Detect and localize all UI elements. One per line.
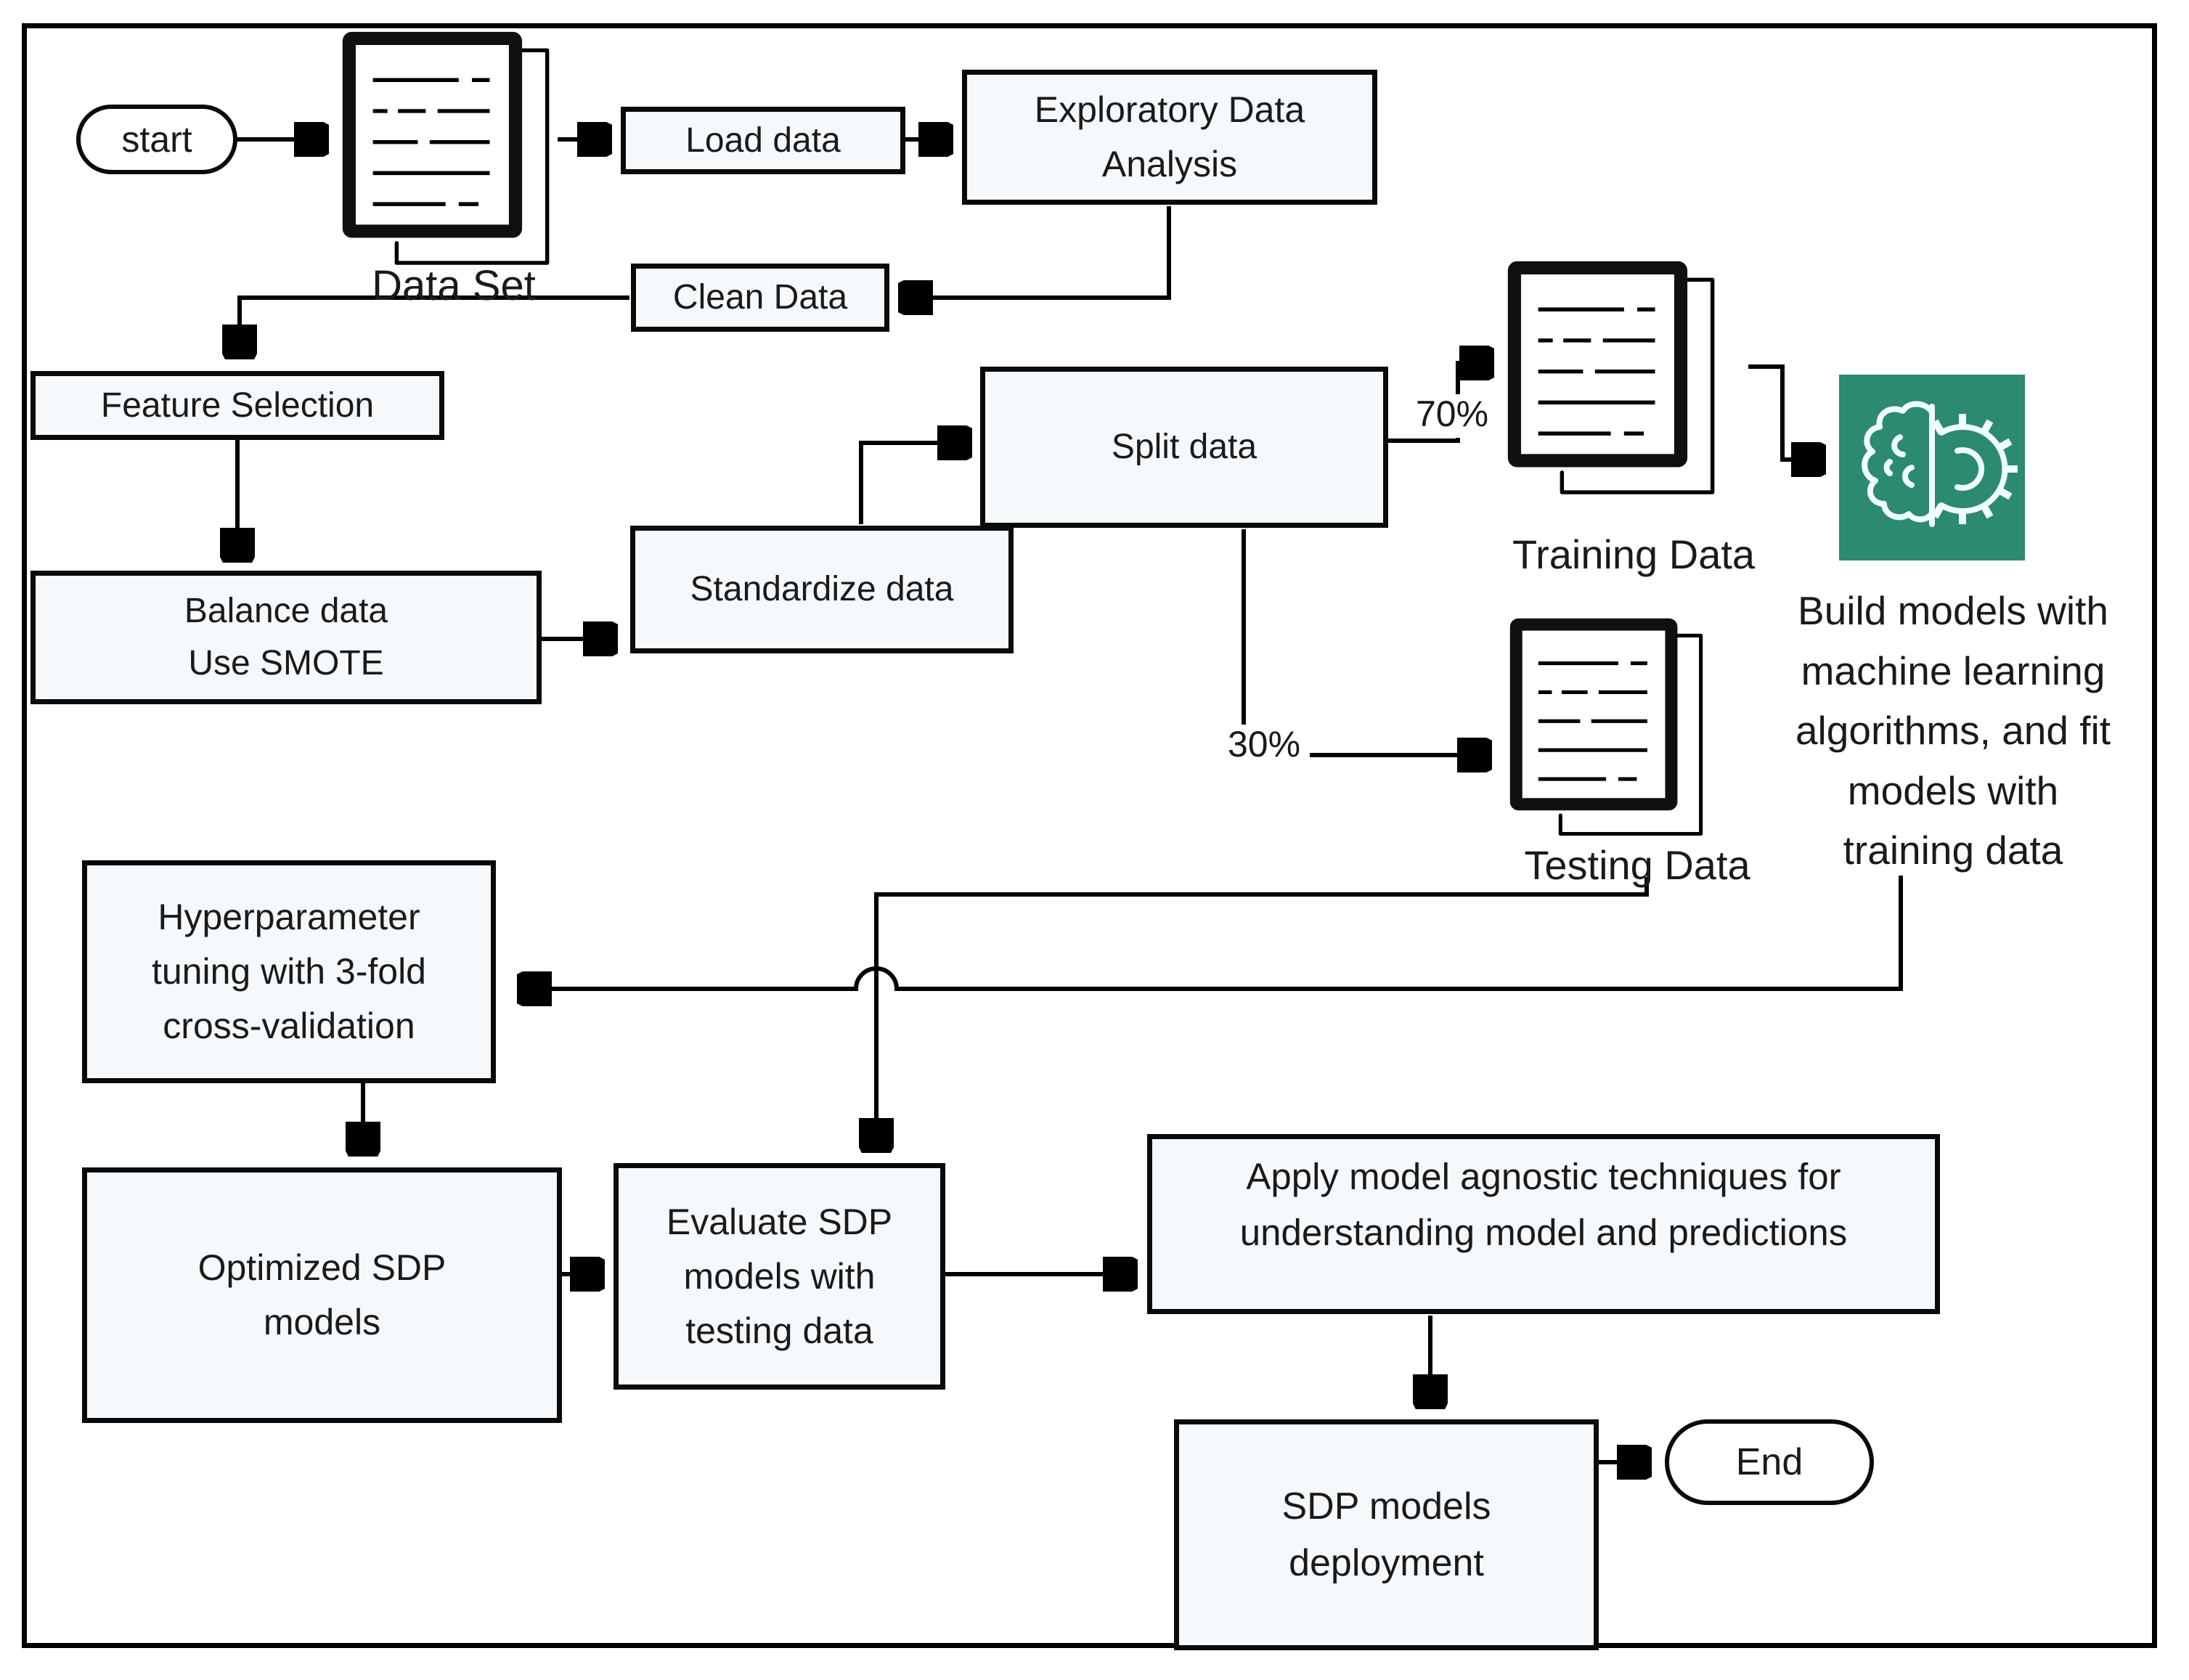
feature-selection-box: Feature Selection: [30, 371, 444, 440]
figure-border: [22, 23, 2157, 1648]
build-models-caption: Build models with machine learning algor…: [1795, 588, 2111, 873]
training-data-label: Training Data: [1512, 531, 1756, 577]
sdp-models-deployment-box: SDP models deployment: [1174, 1419, 1599, 1650]
training-data-document-stack-icon: [1507, 260, 1724, 507]
gear-teeth: [1931, 414, 2018, 524]
apply-model-agnostic-box: Apply model agnostic techniques for unde…: [1147, 1134, 1940, 1314]
balance-data-smote-box: Balance data Use SMOTE: [30, 571, 542, 704]
hyperparameter-tuning-box: Hyperparameter tuning with 3-fold cross-…: [82, 860, 496, 1083]
brain-gear-machine-learning-icon: [1839, 375, 2025, 560]
clean-data-box: Clean Data: [631, 264, 889, 332]
end-terminator: End: [1665, 1419, 1874, 1505]
brain-folds: [1883, 434, 1915, 488]
connector-split-30-testing: [1242, 529, 1490, 755]
connector-testing-evaluate: [876, 877, 1649, 1151]
optimized-sdp-models-box: Optimized SDP models: [82, 1167, 562, 1423]
connector-eda-cleandata: [900, 206, 1171, 298]
test-split-percentage-label: 30%: [1218, 725, 1310, 771]
connector-cleandata-featureselection: [240, 295, 629, 357]
connector-training-buildmodels: [1748, 364, 1824, 460]
connector-standardize-splitdata: [859, 443, 970, 524]
train-split-percentage-label: 70%: [1410, 394, 1494, 438]
testing-data-document-stack-icon: [1509, 617, 1712, 848]
standardize-data-box: Standardize data: [630, 526, 1014, 653]
data-set-document-stack-icon: [341, 30, 559, 278]
brain-outline: [1862, 401, 1935, 523]
testing-data-label: Testing Data: [1524, 842, 1750, 888]
split-data-box: Split data: [980, 367, 1388, 528]
load-data-box: Load data: [621, 107, 905, 174]
exploratory-data-analysis-box: Exploratory Data Analysis: [962, 70, 1377, 205]
start-terminator: start: [76, 105, 237, 174]
evaluate-sdp-models-box: Evaluate SDP models with testing data: [614, 1163, 945, 1390]
data-set-label: Data Set: [372, 262, 536, 309]
gear-hub: [1954, 447, 1985, 491]
